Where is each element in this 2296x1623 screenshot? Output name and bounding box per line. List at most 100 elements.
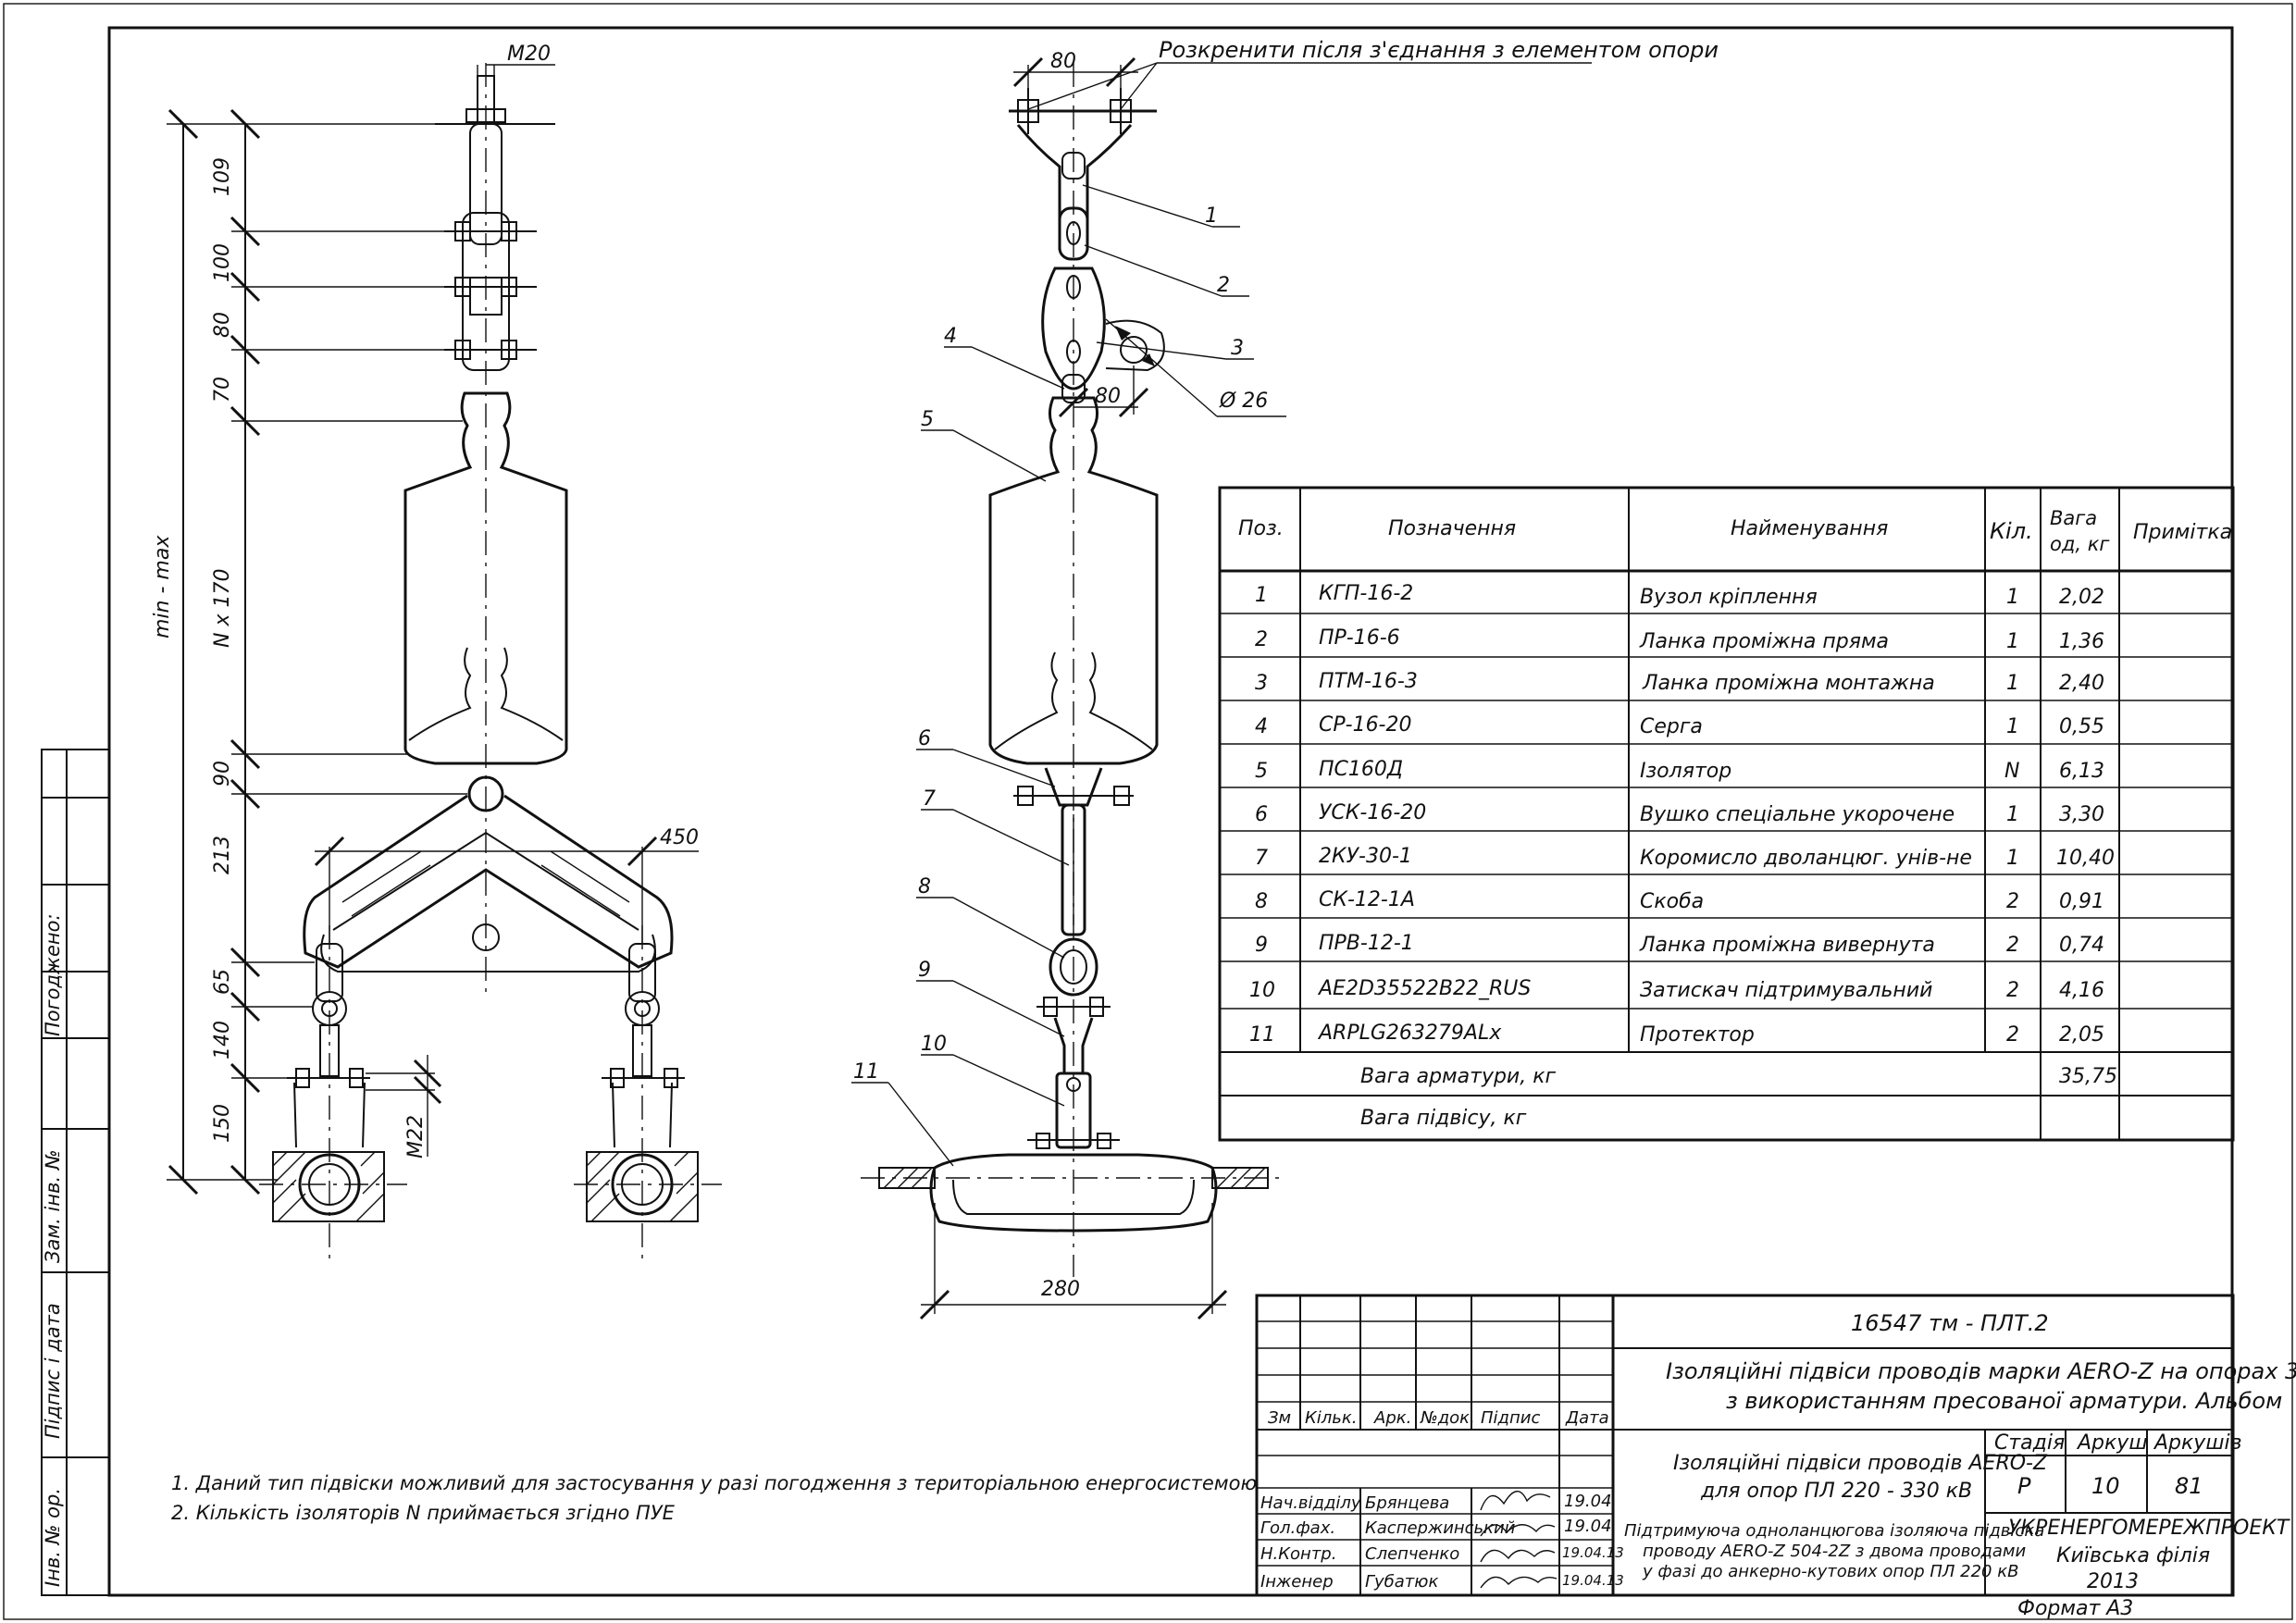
svg-text:Каспержинський: Каспержинський [1365,1518,1516,1538]
svg-text:2,05: 2,05 [2059,1023,2104,1047]
dim-450: 450 [660,826,699,849]
note-2: 2. Кількість ізоляторів N приймається зг… [171,1502,676,1524]
svg-text:5: 5 [1255,760,1268,783]
dim-80-top: 80 [1050,50,1076,73]
svg-text:Брянцева: Брянцева [1365,1493,1449,1513]
dim-m20: M20 [507,43,551,66]
svg-text:1: 1 [2006,586,2019,609]
stamp-replaced-inv: Зам. інв. № [42,1149,64,1263]
table-row: 1 КГП-16-2 Вузол кріплення 1 2,02 [1255,582,2104,609]
svg-text:10,40: 10,40 [2056,847,2115,870]
svg-text:19.04.13: 19.04.13 [1562,1572,1624,1589]
dim-90: 90 [211,761,234,787]
outer-frame [3,3,2293,1620]
svg-text:9: 9 [1255,934,1268,957]
desc-3: у фазі до анкерно-кутових опор ПЛ 220 кВ [1642,1562,2018,1581]
dim-m22: M22 [404,1115,428,1158]
svg-text:Коромисло дволанцюг. унів-не: Коромисло дволанцюг. унів-не [1640,847,1972,870]
svg-text:1,36: 1,36 [2059,630,2104,653]
svg-text:2КУ-30-1: 2КУ-30-1 [1319,845,1412,868]
album-title-1: Ізоляційні підвіси проводів марки AERO-Z… [1666,1358,2296,1384]
svg-text:Вузол кріплення: Вузол кріплення [1640,586,1818,609]
suspension-weight-label: Вага підвісу, кг [1360,1107,1527,1130]
table-row: 5 ПС160Д Ізолятор N 6,13 [1255,758,2104,783]
stage-label: Стадія [1994,1431,2065,1455]
svg-text:Ланка проміжна пряма: Ланка проміжна пряма [1639,630,1889,653]
svg-text:Скоба: Скоба [1640,890,1704,913]
stamp-sign-date: Підпис і дата [42,1303,64,1439]
th-qty: Кіл. [1990,518,2033,544]
dim-70: 70 [211,377,234,403]
svg-text:3,30: 3,30 [2059,803,2104,826]
table-row: 4 СР-16-20 Серга 1 0,55 [1255,713,2104,738]
svg-text:1: 1 [2006,630,2019,653]
th-pos: Поз. [1238,517,1284,540]
th-weight-1: Вага [2050,507,2097,529]
dim-280: 280 [1041,1278,1080,1301]
dim-150: 150 [211,1104,234,1143]
staff-row: Інженер Губатюк 19.04.13 [1260,1572,1624,1592]
signature-marks [1480,1491,1558,1589]
rev-h-zm: Зм [1268,1408,1291,1428]
sheet-label: Аркуш [2076,1431,2147,1455]
title-block: Зм Кільк. Арк. №док. Підпис Дата Нач.від… [1255,1294,2296,1597]
rev-h-sign: Підпис [1481,1408,1540,1428]
svg-text:19.04: 19.04 [1564,1492,1612,1511]
org-2: Київська філія [2056,1544,2210,1567]
svg-text:2: 2 [1255,628,1268,651]
rev-h-date: Дата [1565,1408,1609,1428]
sheets-value: 81 [2175,1473,2203,1499]
stamp-agreed: Погоджено: [42,913,64,1036]
svg-text:7: 7 [1255,847,1268,870]
sheet-value: 10 [2091,1473,2120,1499]
dim-n170: N x 170 [211,569,234,648]
sheets-label: Аркушів [2153,1431,2242,1455]
svg-text:Протектор: Протектор [1640,1023,1755,1047]
stage-value: Р [2017,1473,2031,1499]
org-1: УКРЕНЕРГОМЕРЕЖПРОЕКТ [2008,1517,2290,1540]
svg-text:4: 4 [1255,715,1268,738]
album-title-2: з використанням пресованої арматури. Аль… [1726,1388,2282,1414]
rev-h-sheet: Арк. [1373,1408,1411,1428]
table-row: 7 2КУ-30-1 Коромисло дволанцюг. унів-не … [1255,845,2115,870]
svg-text:Серга: Серга [1640,715,1703,738]
staff-row: Гол.фах. Каспержинський 19.04 [1260,1517,1612,1538]
svg-text:Н.Контр.: Н.Контр. [1260,1544,1336,1564]
svg-text:N: N [2004,760,2019,783]
left-view: 109 100 80 70 N x 170 min - max 90 213 6… [151,43,722,1258]
dim-109: 109 [211,157,234,196]
callout-8: 8 [918,875,931,898]
svg-text:19.04: 19.04 [1564,1517,1612,1536]
right-view: 80 Розкренити після з'єднання з елементо… [851,37,1719,1320]
svg-text:11: 11 [1249,1023,1275,1047]
callout-4: 4 [944,325,957,348]
table-row: 2 ПР-16-6 Ланка проміжна пряма 1 1,36 [1255,626,2104,653]
svg-text:2: 2 [2006,890,2019,913]
dim-100: 100 [211,243,234,282]
fittings-weight-value: 35,75 [2059,1065,2117,1088]
dim-phi26: Ø 26 [1219,390,1268,413]
th-note: Примітка [2133,521,2232,544]
th-designation: Позначення [1388,517,1516,540]
callout-11: 11 [853,1060,879,1084]
rev-h-doc: №док. [1420,1408,1475,1428]
rev-h-qty: Кільк. [1305,1408,1358,1428]
svg-text:6: 6 [1255,803,1268,826]
svg-text:1: 1 [1255,584,1268,607]
staff-row: Н.Контр. Слепченко 19.04.13 [1260,1544,1624,1564]
doc-code: 16547 тм - ПЛТ.2 [1851,1310,2049,1336]
sheet-title-1: Ізоляційні підвіси проводів AERO-Z [1673,1452,2048,1475]
dim-80-left: 80 [211,312,234,338]
svg-text:1: 1 [2006,672,2019,695]
note-1: 1. Даний тип підвіски можливий для засто… [171,1472,1257,1494]
svg-text:8: 8 [1255,890,1268,913]
callout-9: 9 [918,959,931,982]
fittings-weight-label: Вага арматури, кг [1360,1065,1557,1088]
svg-text:10: 10 [1249,979,1275,1002]
svg-text:2: 2 [2006,1023,2019,1047]
svg-text:Гол.фах.: Гол.фах. [1260,1518,1335,1538]
dim-65: 65 [211,969,234,995]
svg-text:4,16: 4,16 [2059,979,2104,1002]
svg-text:AE2D35522B22_RUS: AE2D35522B22_RUS [1317,977,1531,1000]
